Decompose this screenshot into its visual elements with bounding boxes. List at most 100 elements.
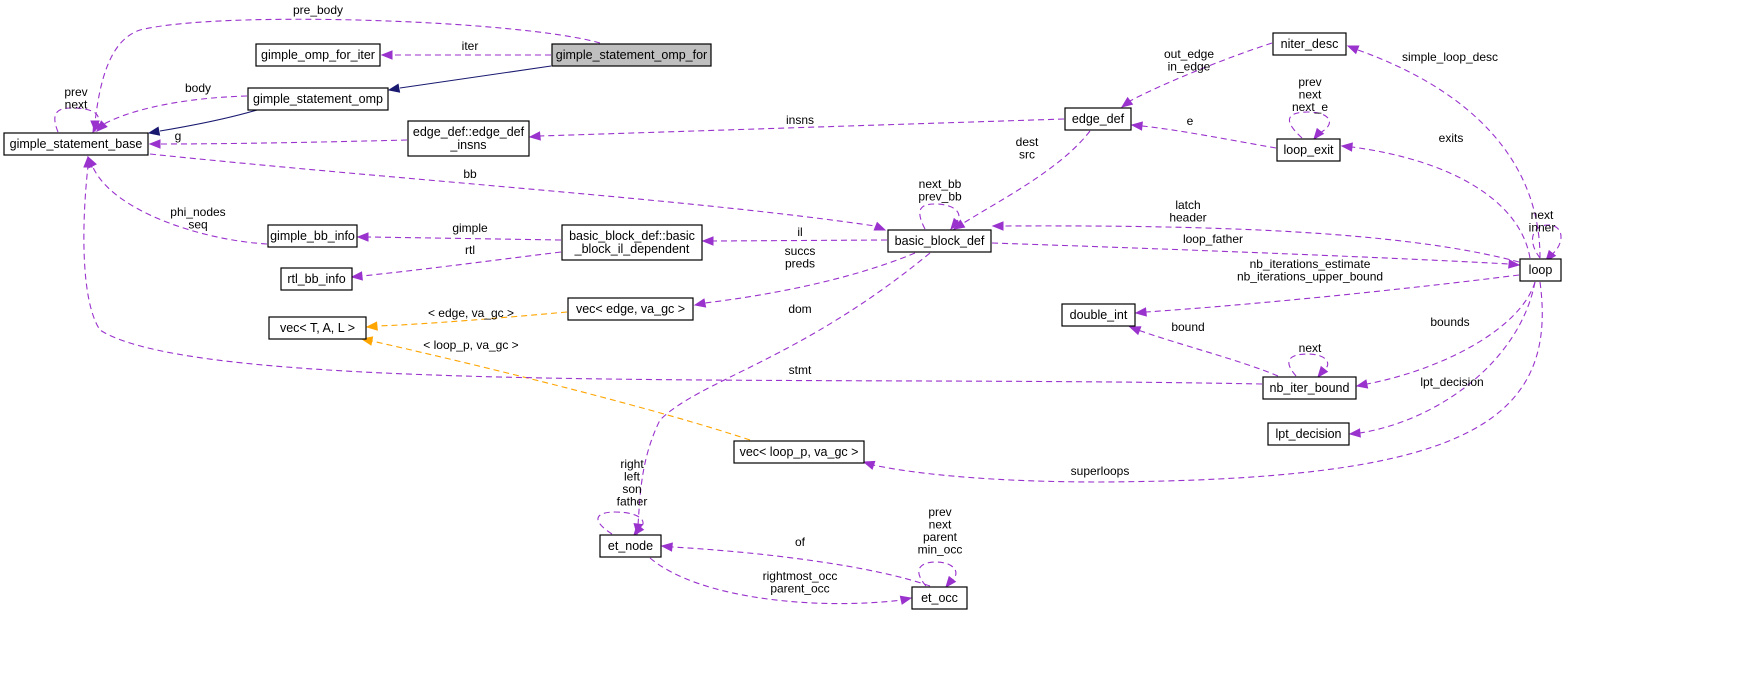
edge-label-line: prev (64, 85, 87, 99)
edge-label-iter: iter (462, 39, 479, 53)
edge-label-line: father (617, 495, 648, 509)
node-nb-iter-bound[interactable]: nb_iter_bound (1262, 376, 1357, 400)
node-double-int[interactable]: double_int (1061, 303, 1136, 327)
edge-succs-preds (693, 252, 916, 308)
edge-insns (528, 118, 1065, 141)
edge-label-of: of (795, 535, 806, 549)
edge-label-line: seq (188, 218, 207, 232)
node-label: vec< T, A, L > (280, 321, 355, 335)
node-label: lpt_decision (1275, 427, 1341, 441)
edge-label-bb: bb (463, 167, 477, 181)
edge-label-line: nb_iterations_estimate (1250, 257, 1371, 271)
edge-label-body: body (185, 81, 211, 95)
edge-label-next-nb: next (1299, 341, 1322, 355)
edge-label-simple-loop-desc: simple_loop_desc (1402, 50, 1498, 64)
node-label: loop_exit (1283, 143, 1334, 157)
node-label: gimple_statement_base (10, 137, 143, 151)
node-label: gimple_omp_for_iter (261, 48, 375, 62)
edge-g (148, 139, 408, 149)
node-basic-block-def[interactable]: basic_block_def (887, 229, 992, 253)
edge-label-line: next (1299, 88, 1322, 102)
edge-label-line: e (1187, 114, 1194, 128)
edge-label-line: prev (1298, 75, 1321, 89)
edge-label-line: rtl (465, 243, 475, 257)
edge-label-line: parent (923, 530, 958, 544)
node-label: rtl_bb_info (287, 272, 345, 286)
node-label: et_occ (921, 591, 958, 605)
node-label: _insns (449, 138, 486, 152)
edge-il (701, 236, 888, 246)
edge-label-line: g (175, 129, 182, 143)
edge-rightmost-parent-occ (649, 557, 913, 605)
edge-label-line: simple_loop_desc (1402, 50, 1498, 64)
edge-label-line: stmt (789, 363, 812, 377)
node-rtl-bb-info[interactable]: rtl_bb_info (280, 267, 353, 291)
edge-label-line: next (1299, 341, 1322, 355)
node-vec-T[interactable]: vec< T, A, L > (268, 316, 367, 340)
edge-label-line: header (1169, 211, 1206, 225)
edge-label-line: succs (785, 244, 816, 258)
node-edge-def-insns[interactable]: edge_def::edge_def_insns (407, 120, 530, 157)
edge-label-line: next (65, 98, 88, 112)
node-gimple-statement-omp[interactable]: gimple_statement_omp (247, 87, 389, 111)
node-label: et_node (608, 539, 653, 553)
node-gimple-statement-base[interactable]: gimple_statement_base (3, 132, 149, 156)
edge-label-gimple: gimple (452, 221, 488, 235)
edge-label-line: next (929, 518, 952, 532)
node-et-occ[interactable]: et_occ (911, 586, 968, 610)
node-gimple-omp-for-iter[interactable]: gimple_omp_for_iter (255, 43, 381, 67)
node-label: gimple_bb_info (270, 229, 355, 243)
edge-label-rtl: rtl (465, 243, 475, 257)
edge-label-line: rightmost_occ (763, 569, 838, 583)
node-et-node[interactable]: et_node (599, 534, 662, 558)
node-vec-loop-p[interactable]: vec< loop_p, va_gc > (733, 440, 865, 464)
node-loop-exit[interactable]: loop_exit (1276, 138, 1341, 162)
node-lpt-decision[interactable]: lpt_decision (1267, 422, 1350, 446)
edge-label-line: right (620, 457, 644, 471)
edge-label-line: loop_father (1183, 232, 1243, 246)
edge-label-nb-iterations: nb_iterations_estimatenb_iterations_uppe… (1237, 257, 1383, 284)
edge-label-line: next (1531, 208, 1554, 222)
edge-label-line: prev (928, 505, 951, 519)
node-label: _block_il_dependent (574, 242, 690, 256)
inherit-edge-omp-to-base (147, 109, 258, 136)
edge-label-loop-p-va-gc: < loop_p, va_gc > (423, 338, 518, 352)
edge-label-line: parent_occ (770, 582, 829, 596)
edge-label-dom: dom (788, 302, 811, 316)
edge-body (96, 95, 248, 132)
edge-label-line: latch (1175, 198, 1200, 212)
edge-label-line: body (185, 81, 211, 95)
node-edge-def[interactable]: edge_def (1064, 107, 1132, 131)
edge-label-line: bounds (1430, 315, 1469, 329)
edge-et-occ-self (918, 561, 957, 589)
node-gimple-bb-info[interactable]: gimple_bb_info (267, 224, 358, 248)
edge-label-il: il (797, 225, 802, 239)
node-label: basic_block_def::basic (569, 229, 695, 243)
node-loop[interactable]: loop (1519, 258, 1562, 282)
edge-superloops (862, 281, 1543, 483)
node-label: double_int (1070, 308, 1128, 322)
edge-label-line: in_edge (1168, 60, 1211, 74)
edge-label-line: dom (788, 302, 811, 316)
edge-prev-next-base (54, 107, 102, 134)
node-label: vec< loop_p, va_gc > (740, 445, 859, 459)
node-gimple-statement-omp-for[interactable]: gimple_statement_omp_for (551, 43, 712, 67)
node-niter-desc[interactable]: niter_desc (1272, 32, 1347, 56)
node-vec-edge[interactable]: vec< edge, va_gc > (567, 297, 694, 321)
edge-label-bounds: bounds (1430, 315, 1469, 329)
edge-label-line: nb_iterations_upper_bound (1237, 270, 1383, 284)
node-label: niter_desc (1281, 37, 1339, 51)
edge-label-pre-body: pre_body (293, 3, 343, 17)
edge-nb-iterations (1134, 274, 1520, 317)
node-basic-block-il-dependent[interactable]: basic_block_def::basic_block_il_dependen… (561, 224, 703, 261)
edge-label-line: insns (786, 113, 814, 127)
edge-of (660, 542, 931, 587)
edge-label-line: out_edge (1164, 47, 1214, 61)
